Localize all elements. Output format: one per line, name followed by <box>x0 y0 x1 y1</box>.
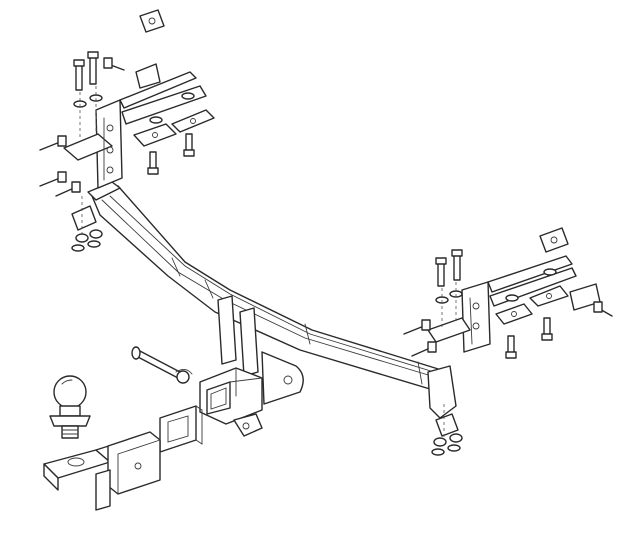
bolts-left <box>39 51 195 197</box>
ball-mount <box>43 431 161 511</box>
left-mounting-bracket <box>63 71 207 231</box>
spacer-plates-left <box>133 9 215 147</box>
tow-ball <box>49 375 91 439</box>
nuts-washers-right <box>431 268 557 456</box>
receiver-hitch <box>199 295 304 437</box>
hitch-pin <box>131 346 193 384</box>
nuts-washers-left <box>71 86 195 252</box>
cover-cap <box>159 405 203 453</box>
bolts-right <box>403 249 613 359</box>
